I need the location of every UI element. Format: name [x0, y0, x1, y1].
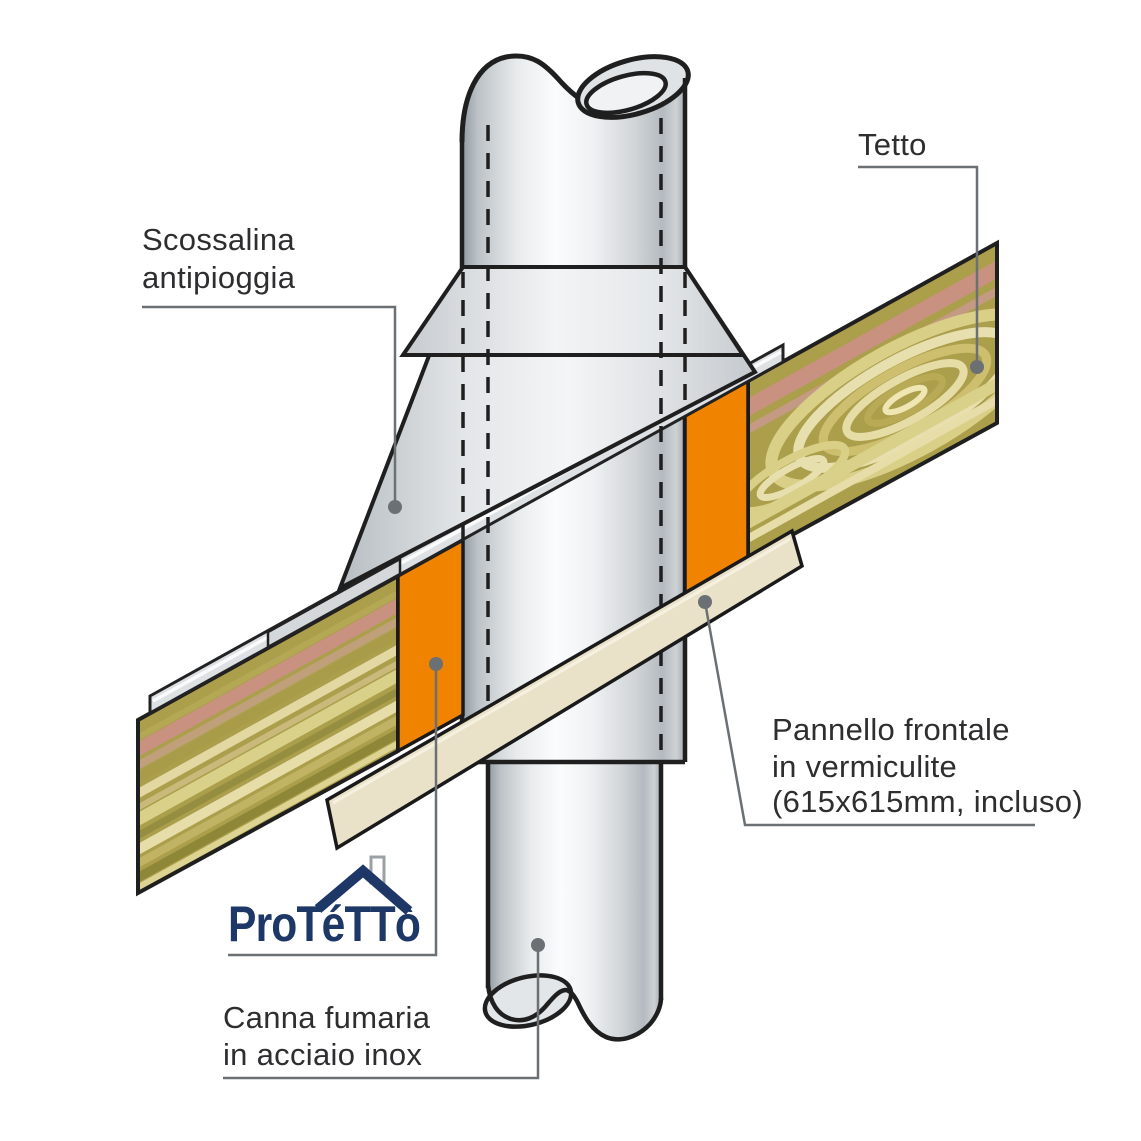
- leader-canna: [223, 945, 540, 1080]
- flue-pipe-inner-body: [488, 762, 661, 1040]
- label-scossalina-line1: Scossalina: [142, 222, 295, 257]
- logo-text: ProTéTTò: [228, 896, 420, 952]
- leader-dot-side-panel: [429, 657, 443, 671]
- label-tetto: Tetto: [858, 127, 927, 162]
- leader-dot-front-panel: [698, 595, 712, 609]
- wood-grain-left: [138, 576, 398, 893]
- leader-scossalina: [142, 305, 397, 507]
- label-canna-line1: Canna fumaria: [223, 1000, 431, 1035]
- leader-front-panel: [703, 601, 1035, 827]
- flue-pipe-bottom-cut-edge: [485, 984, 664, 1042]
- flue-pipe-top-opening-inner: [584, 70, 668, 116]
- wood-grain-right: [748, 255, 997, 547]
- leader-dot-canna: [531, 938, 545, 952]
- label-scossalina-line2: antipioggia: [142, 260, 296, 295]
- label-pannello-line2: in vermiculite: [772, 749, 957, 784]
- label-pannello-line3: (615x615mm, incluso): [772, 784, 1083, 819]
- label-pannello-line1: Pannello frontale: [772, 712, 1010, 747]
- flashing-skirt-fold: [266, 556, 402, 650]
- leader-dot-scossalina: [388, 500, 402, 514]
- leader-dots: [388, 360, 984, 952]
- leader-dot-tetto: [970, 360, 984, 374]
- logo-roof-icon: [314, 864, 413, 915]
- leader-side-panel: [228, 664, 438, 957]
- roof-wood-plank-left: [136, 572, 400, 897]
- front-panel-strip: [325, 528, 805, 851]
- leader-lines: [142, 165, 1035, 1080]
- flue-pipe-inner: [462, 759, 685, 1042]
- storm-collar: [399, 265, 747, 357]
- leader-tetto: [858, 165, 979, 367]
- roof-wood-plank-right: [746, 239, 999, 563]
- protetto-logo: ProTéTTò: [228, 855, 421, 952]
- label-canna-line2: in acciaio inox: [223, 1037, 422, 1072]
